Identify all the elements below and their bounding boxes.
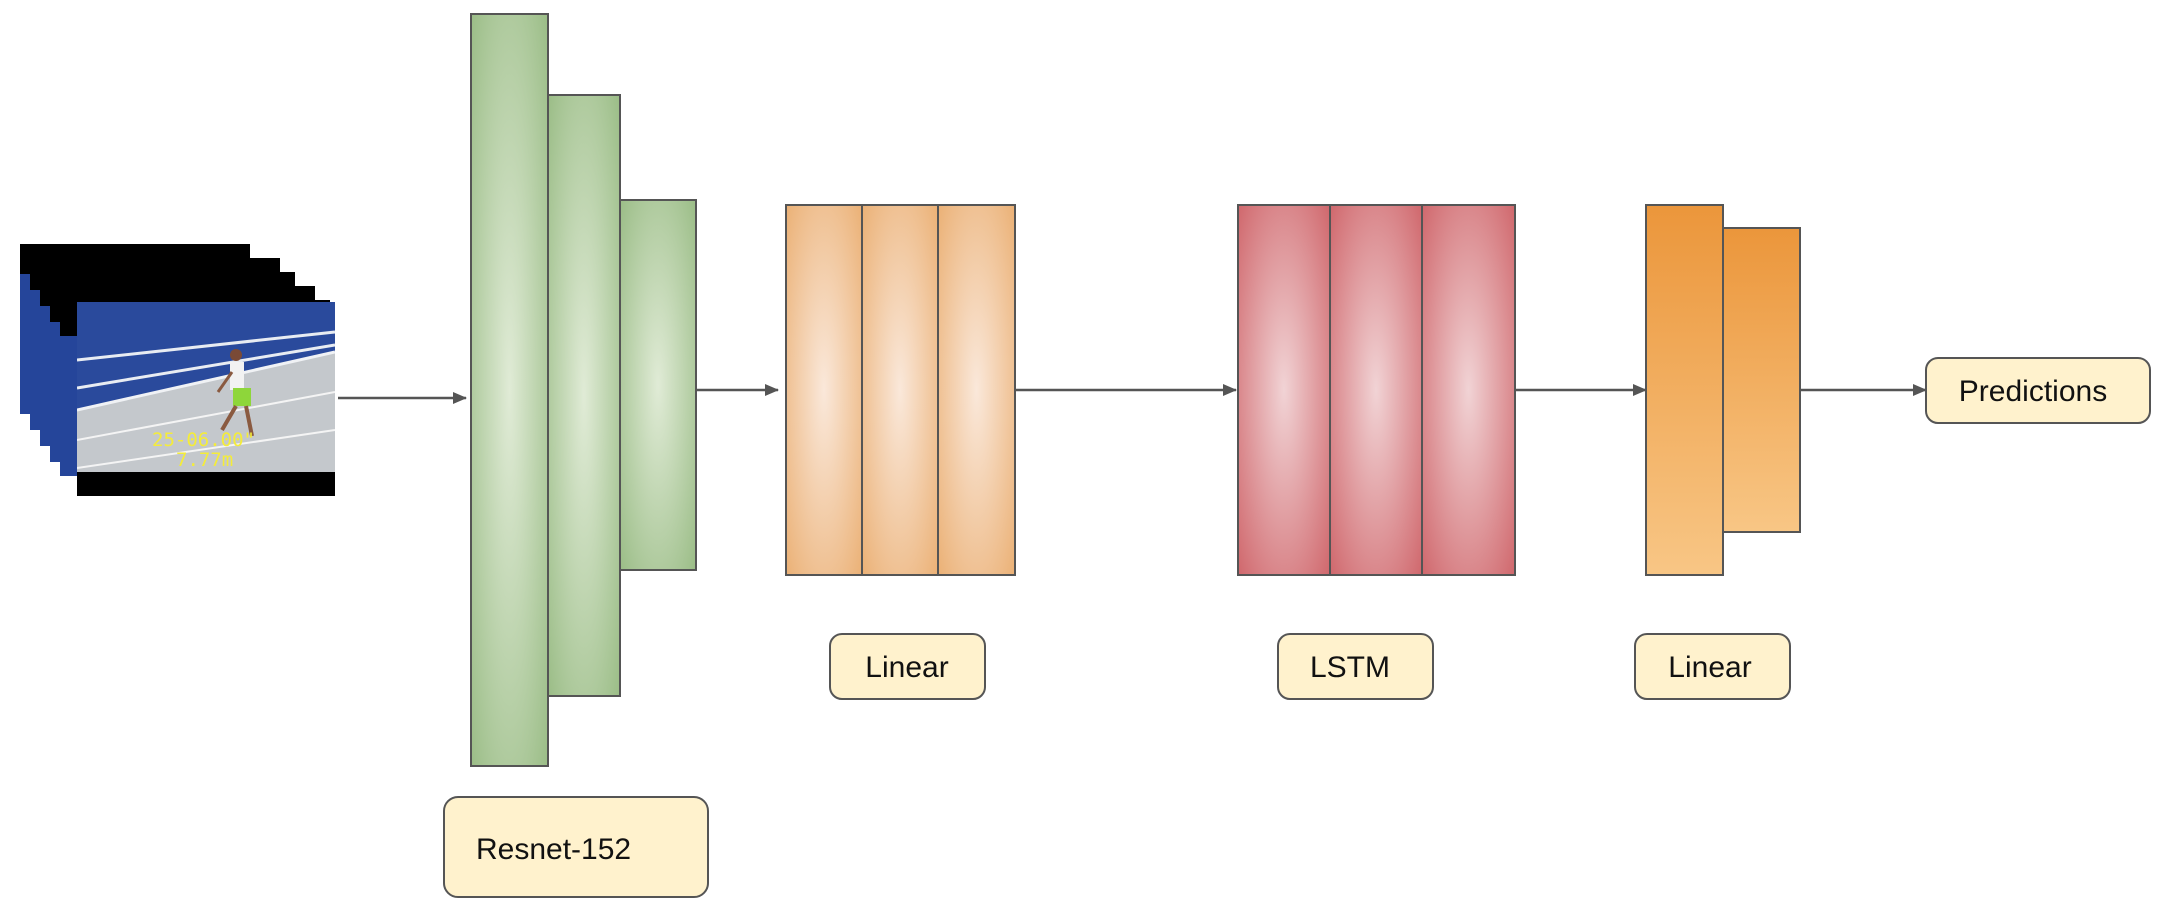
lstm-column-3 [1421, 204, 1516, 576]
athlete-figure [216, 349, 254, 437]
lstm-column-1 [1237, 204, 1331, 576]
resnet-label-text: Resnet-152 [476, 833, 631, 866]
linear-2-label-text: Linear [1668, 651, 1751, 684]
video-frame-image: 25-06.00" 7.77m [77, 302, 335, 472]
linear-1-column-1 [785, 204, 863, 576]
resnet-layer-2 [547, 94, 621, 697]
linear-1-label: Linear [829, 633, 986, 700]
lstm-label: LSTM [1277, 633, 1434, 700]
resnet-block [470, 13, 697, 767]
linear-2-column-2 [1722, 227, 1801, 533]
lstm-block [1237, 204, 1516, 576]
frame-overlay-line1: 25-06.00" [152, 429, 255, 451]
linear-1-label-text: Linear [865, 651, 948, 684]
linear-2-column-1 [1645, 204, 1724, 576]
predictions-label: Predictions [1925, 357, 2151, 424]
linear-1-column-2 [861, 204, 939, 576]
resnet-layer-3 [619, 199, 697, 571]
linear-1-column-3 [937, 204, 1016, 576]
video-frames-stack-icon: 25-06.00" 7.77m [20, 244, 335, 496]
resnet-layer-1 [470, 13, 549, 767]
linear-2-label: Linear [1634, 633, 1791, 700]
resnet-label: Resnet-152 [443, 796, 709, 898]
predictions-label-text: Predictions [1959, 375, 2107, 408]
lstm-column-2 [1329, 204, 1423, 576]
frame-overlay-line2: 7.77m [176, 449, 233, 471]
lstm-label-text: LSTM [1310, 651, 1390, 684]
linear-block-1 [785, 204, 1016, 576]
linear-block-2 [1645, 204, 1801, 576]
